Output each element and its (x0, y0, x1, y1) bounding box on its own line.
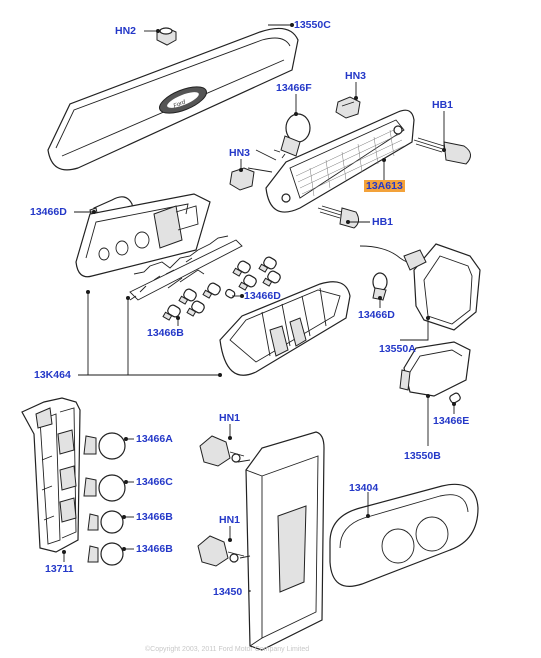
bulb-13466a (83, 432, 126, 460)
leader-13550a (400, 318, 429, 341)
label-13k464: 13K464 (34, 369, 71, 381)
bulb-13466e (449, 392, 461, 404)
label-hb1-mid: HB1 (372, 216, 394, 228)
leader-13k464 (78, 292, 220, 376)
label-hn3-left: HN3 (229, 147, 251, 159)
wiring-strip-13711 (21, 397, 81, 553)
screw-hb1-top (413, 137, 471, 165)
label-13466b-second: 13466B (136, 543, 173, 555)
small-bulb (162, 304, 181, 321)
label-hn1-bottom: HN1 (219, 514, 241, 526)
label-13404: 13404 (349, 482, 379, 494)
clip-hn3-left (229, 167, 255, 191)
svg-text:Ford: Ford (173, 99, 187, 109)
licence-lamp-13550a (359, 243, 481, 331)
small-bulb (262, 270, 281, 287)
label-13466a: 13466A (136, 433, 173, 445)
label-13466f: 13466F (276, 82, 312, 94)
bulb-13466d-right (372, 272, 388, 301)
label-hb1-top: HB1 (432, 99, 454, 111)
label-13550c: 13550C (294, 19, 331, 31)
bulb-holder-plate (75, 193, 211, 278)
bulb-13466b-first (87, 510, 124, 534)
label-13466b-mid: 13466B (147, 327, 184, 339)
label-13450: 13450 (213, 586, 243, 598)
label-13466e: 13466E (433, 415, 470, 427)
tailgate-handle-13550c: Ford (47, 27, 299, 171)
label-hn1-top: HN1 (219, 412, 241, 424)
label-13550b: 13550B (404, 450, 441, 462)
label-13466c: 13466C (136, 476, 173, 488)
rear-lamp-13450 (237, 431, 325, 651)
label-13466d-right: 13466D (358, 309, 395, 321)
small-bulb (225, 288, 236, 299)
bulb-holder-hn1-top (199, 435, 245, 467)
small-bulb (258, 256, 277, 273)
label-hn3-top: HN3 (345, 70, 367, 82)
copyright-footer: ©Copyright 2003, 2011 Ford Motor Company… (145, 646, 310, 653)
bulb-13466c (83, 474, 126, 502)
label-hn2: HN2 (115, 25, 137, 37)
leader-lines (62, 23, 456, 592)
small-bulb (202, 282, 221, 299)
rear-lamp-13k464 (219, 281, 351, 376)
small-bulb (238, 274, 257, 291)
bulb-holder-hn1-bottom (197, 535, 245, 567)
label-13a613: 13A613 (364, 180, 405, 192)
bulb-13466f (273, 113, 311, 159)
wiring-gasket (129, 235, 243, 301)
label-13711: 13711 (45, 563, 74, 575)
small-bulb (232, 260, 251, 277)
stop-lamp-13a613 (247, 109, 415, 213)
small-bulb (186, 300, 205, 317)
screw-hb1-mid (317, 205, 360, 229)
label-13466b-first: 13466B (136, 511, 173, 523)
small-bulb (178, 288, 197, 305)
lamp-13550b (399, 341, 471, 397)
nut-hn2 (156, 27, 177, 46)
label-13466d-left: 13466D (30, 206, 67, 218)
clip-hn3-top (335, 96, 361, 119)
label-13550a: 13550A (379, 343, 416, 355)
bulb-13466b-second (87, 542, 124, 566)
side-repeater-13404 (329, 483, 479, 587)
highlighted-part-number: 13A613 (364, 180, 405, 192)
label-13466d-mid: 13466D (244, 290, 281, 302)
